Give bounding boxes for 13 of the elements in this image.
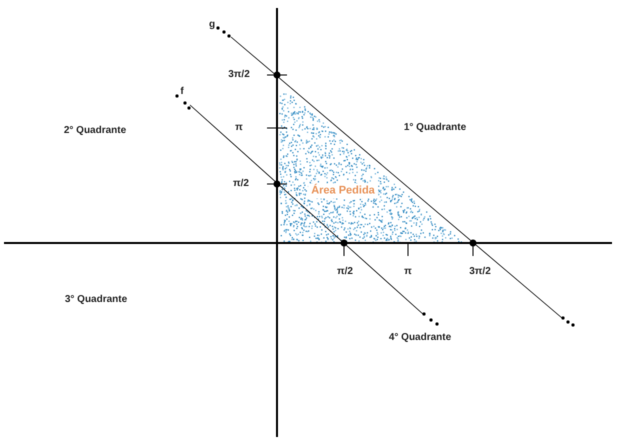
area-label: Área Pedida bbox=[308, 184, 378, 198]
tick-label: π bbox=[404, 267, 412, 277]
tick-label: 3π/2 bbox=[469, 267, 491, 277]
line-name: g bbox=[208, 20, 216, 30]
tick-label: π bbox=[235, 123, 243, 133]
quadrant-label: 1° Quadrante bbox=[404, 123, 466, 133]
tick-label: π/2 bbox=[337, 267, 353, 277]
quadrant-label: 2° Quadrante bbox=[64, 126, 126, 136]
tick-label: 3π/2 bbox=[228, 70, 250, 80]
line-name: f bbox=[180, 87, 184, 97]
quadrant-label: 3° Quadrante bbox=[64, 295, 128, 305]
quadrant-label: 4° Quadrante bbox=[388, 333, 452, 343]
tick-label: π/2 bbox=[233, 179, 249, 189]
